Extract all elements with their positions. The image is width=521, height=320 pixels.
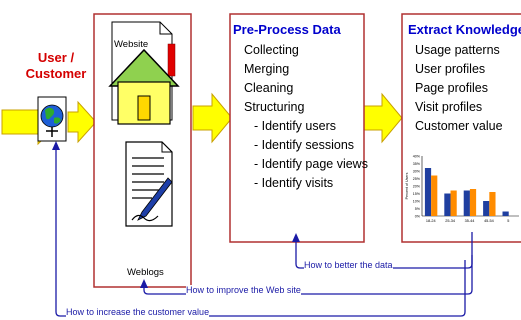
usage-bar-chart: 40% 35% 30% 25% 20% 15% 10% 5% 0% Percent of User… bbox=[405, 155, 519, 223]
preprocess-item: Cleaning bbox=[244, 81, 294, 95]
actor-label-line1: User / bbox=[37, 50, 75, 65]
feedback-label-improve-site: How to improve the Web site bbox=[186, 285, 301, 295]
preprocess-item: Structuring bbox=[244, 100, 305, 114]
preprocess-box bbox=[229, 13, 365, 243]
chart-bar bbox=[502, 211, 509, 216]
chart-x-tick-label: 35-44 bbox=[465, 219, 475, 223]
flow-arrow-website-to-preprocess bbox=[192, 92, 233, 144]
chart-y-tick-label: 20% bbox=[413, 185, 421, 189]
chart-bar bbox=[450, 190, 457, 216]
feedback-label-better-data: How to better the data bbox=[304, 260, 393, 270]
log-document-icon bbox=[125, 141, 173, 227]
chart-x-tick-label: 18-24 bbox=[426, 219, 436, 223]
extract-item: Page profiles bbox=[415, 81, 488, 95]
chart-y-tick-label: 30% bbox=[413, 170, 421, 174]
chart-bar bbox=[483, 201, 490, 216]
house-icon bbox=[108, 21, 180, 125]
preprocess-subitem: - Identify sessions bbox=[254, 138, 355, 152]
extract-title: Extract Knowledge bbox=[408, 22, 521, 37]
chart-y-tick-label: 10% bbox=[413, 200, 421, 204]
preprocess-subitem: - Identify page views bbox=[254, 157, 368, 171]
chart-y-tick-label: 0% bbox=[415, 215, 421, 219]
extract-item: User profiles bbox=[415, 62, 486, 76]
arrowhead-to-website bbox=[140, 279, 148, 288]
chart-x-tick-label: 25-34 bbox=[445, 219, 455, 223]
website-label: Website bbox=[114, 39, 149, 50]
chart-bar bbox=[444, 193, 451, 216]
preprocess-subitem: - Identify users bbox=[254, 119, 336, 133]
weblogs-label: Weblogs bbox=[127, 267, 164, 278]
flow-arrow-preprocess-to-extract bbox=[361, 92, 403, 144]
preprocess-title: Pre-Process Data bbox=[233, 22, 341, 37]
flow-arrow-actor-to-website bbox=[67, 100, 97, 144]
chart-y-tick-label: 40% bbox=[413, 155, 421, 159]
chart-y-tick-label: 15% bbox=[413, 192, 421, 196]
preprocess-items: Collecting Merging Cleaning Structuring bbox=[244, 41, 304, 117]
feedback-line-increase-value bbox=[55, 146, 466, 317]
preprocess-item: Collecting bbox=[244, 43, 299, 57]
extract-item: Customer value bbox=[415, 119, 503, 133]
arrowhead-to-actor bbox=[52, 141, 60, 150]
preprocess-item: Merging bbox=[244, 62, 290, 76]
chart-bar bbox=[469, 189, 477, 216]
actor-label-line2: Customer bbox=[25, 66, 87, 81]
chart-y-label: Percent of Users bbox=[405, 172, 409, 199]
preprocess-subitems: - Identify users - Identify sessions - I… bbox=[254, 117, 368, 193]
extract-item: Usage patterns bbox=[415, 43, 500, 57]
chart-y-tick-label: 5% bbox=[415, 207, 421, 211]
chart-x-tick-label: 5 bbox=[507, 219, 509, 223]
extract-item: Visit profiles bbox=[415, 100, 483, 114]
chart-y-tick-label: 35% bbox=[413, 162, 421, 166]
chart-bar bbox=[431, 175, 438, 216]
chart-bar bbox=[463, 190, 470, 216]
chart-y-tick-label: 25% bbox=[413, 177, 421, 181]
arrowhead-to-preprocess bbox=[292, 233, 300, 242]
preprocess-subitem: - Identify visits bbox=[254, 176, 334, 190]
actor-label: User / Customer bbox=[16, 50, 96, 82]
feedback-arrowheads bbox=[52, 141, 300, 288]
extract-items: Usage patterns User profiles Page profil… bbox=[415, 41, 503, 136]
globe-person-icon bbox=[37, 96, 67, 142]
chart-bar bbox=[424, 168, 432, 216]
chart-bar bbox=[489, 192, 496, 216]
feedback-line-improve-site bbox=[143, 255, 473, 295]
chart-x-tick-label: 45-54 bbox=[484, 219, 494, 223]
feedback-label-increase-value: How to increase the customer value bbox=[66, 307, 210, 317]
